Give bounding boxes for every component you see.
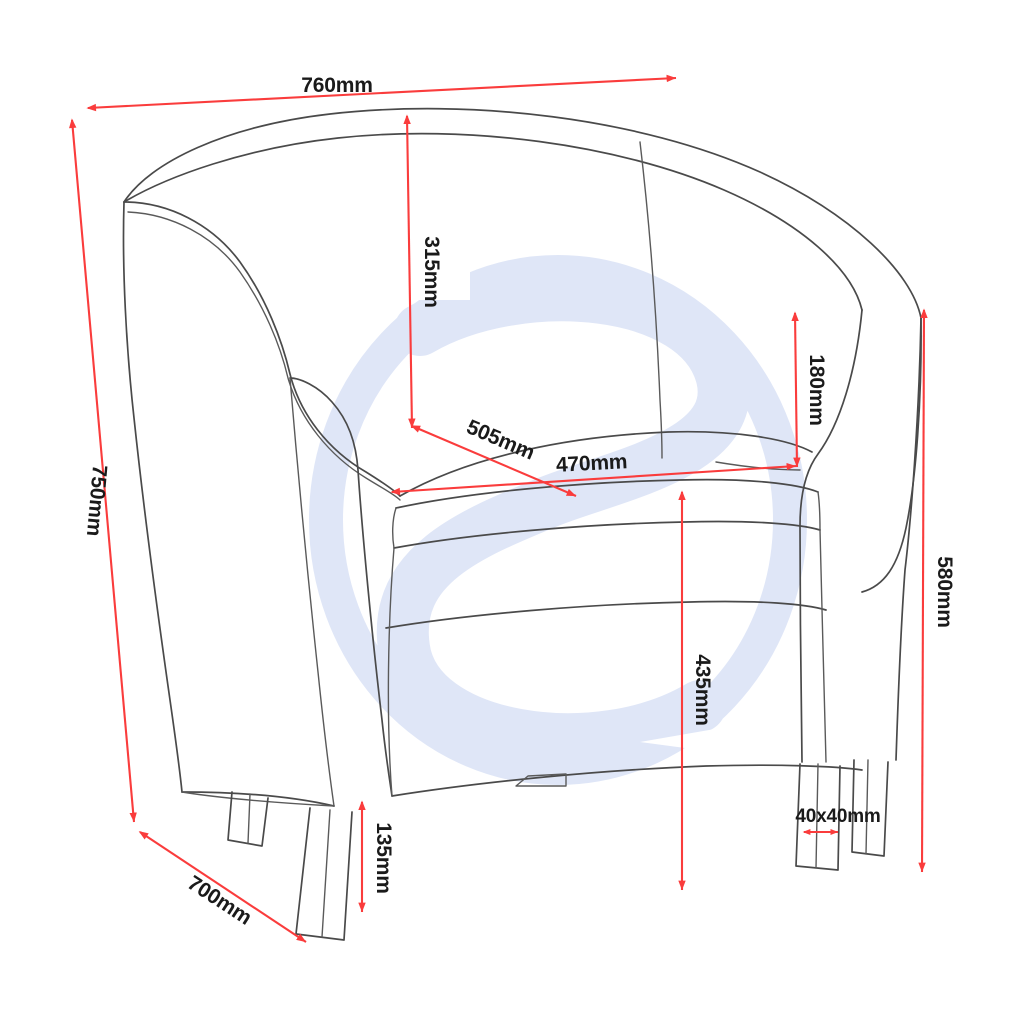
left-arm-outer	[122, 201, 183, 793]
dimension-arm-height-overall: 580mm	[918, 308, 956, 873]
overall-height-leader	[69, 118, 137, 823]
arm-height-above-seat-label: 180mm	[805, 354, 828, 425]
shell-right-outer-edge	[861, 317, 922, 593]
watermark-cut-bottom	[640, 716, 790, 762]
left-arm-front-panel	[289, 377, 393, 797]
watermark-cut-top	[328, 262, 470, 300]
body-front-bottom-edge	[391, 764, 863, 797]
tub-chair-outline	[122, 107, 922, 941]
watermark-s-stroke	[376, 269, 750, 766]
leg-front-left-seam	[321, 809, 331, 938]
dimension-seat-width: 470mm	[390, 450, 797, 496]
body-front-right-edge	[819, 529, 827, 763]
leg-rear-right	[851, 759, 889, 857]
seat-width-label: 470mm	[555, 450, 627, 477]
back-outer-shell	[123, 107, 922, 319]
dimension-overall-height: 750mm	[69, 118, 137, 823]
right-arm-outer-front	[895, 317, 922, 761]
leg-front-right-seam	[815, 763, 819, 869]
dimension-leg-section: 40x40mm	[795, 806, 881, 835]
leg-front-left	[295, 807, 353, 941]
left-arm-inner-thickness	[127, 211, 401, 501]
dimension-back-height: 315mm	[403, 114, 443, 429]
leg-rear-left-seam	[247, 793, 251, 844]
dimension-seat-height: 435mm	[678, 490, 714, 891]
back-height-label: 315mm	[420, 236, 443, 307]
seat-cushion-front-face	[393, 520, 821, 549]
left-arm-inner-roll	[123, 201, 401, 497]
seat-width-leader	[390, 462, 797, 496]
dimension-overall-width: 760mm	[86, 74, 677, 112]
body-front-upper-edge	[385, 600, 827, 629]
seat-cushion-left-side	[391, 507, 397, 549]
seat-cushion-right-side	[817, 491, 821, 531]
overall-height-label: 750mm	[82, 464, 111, 537]
dimension-arm-height-above-seat: 180mm	[791, 311, 828, 468]
front-base-tab	[515, 773, 567, 787]
letter-s-watermark	[309, 255, 807, 785]
back-inner-rim	[123, 132, 863, 311]
right-arm-inner-front	[799, 309, 863, 763]
seat-height-label: 435mm	[691, 654, 714, 725]
body-front-left-edge	[387, 547, 395, 797]
seat-depth-label: 505mm	[463, 415, 538, 464]
leg-height-label: 135mm	[372, 822, 395, 893]
back-right-seam	[639, 141, 663, 459]
arm-height-overall-leader	[918, 308, 928, 873]
arm-height-overall-label: 580mm	[933, 556, 956, 627]
left-side-panel-seam	[289, 377, 335, 807]
overall-width-label: 760mm	[301, 74, 372, 97]
overall-depth-leader	[138, 831, 307, 943]
dimension-overall-depth: 700mm	[138, 831, 307, 943]
overall-width-leader	[86, 74, 677, 112]
base-left-rear-edge	[181, 791, 335, 807]
arm-height-above-seat-leader	[791, 311, 801, 468]
base-left-inner-edge	[181, 791, 335, 807]
leg-section-label: 40x40mm	[795, 806, 880, 827]
leg-front-right	[795, 763, 841, 871]
leg-rear-right-seam	[865, 759, 869, 855]
back-height-leader	[403, 114, 416, 429]
dimension-leg-height: 135mm	[358, 800, 395, 913]
